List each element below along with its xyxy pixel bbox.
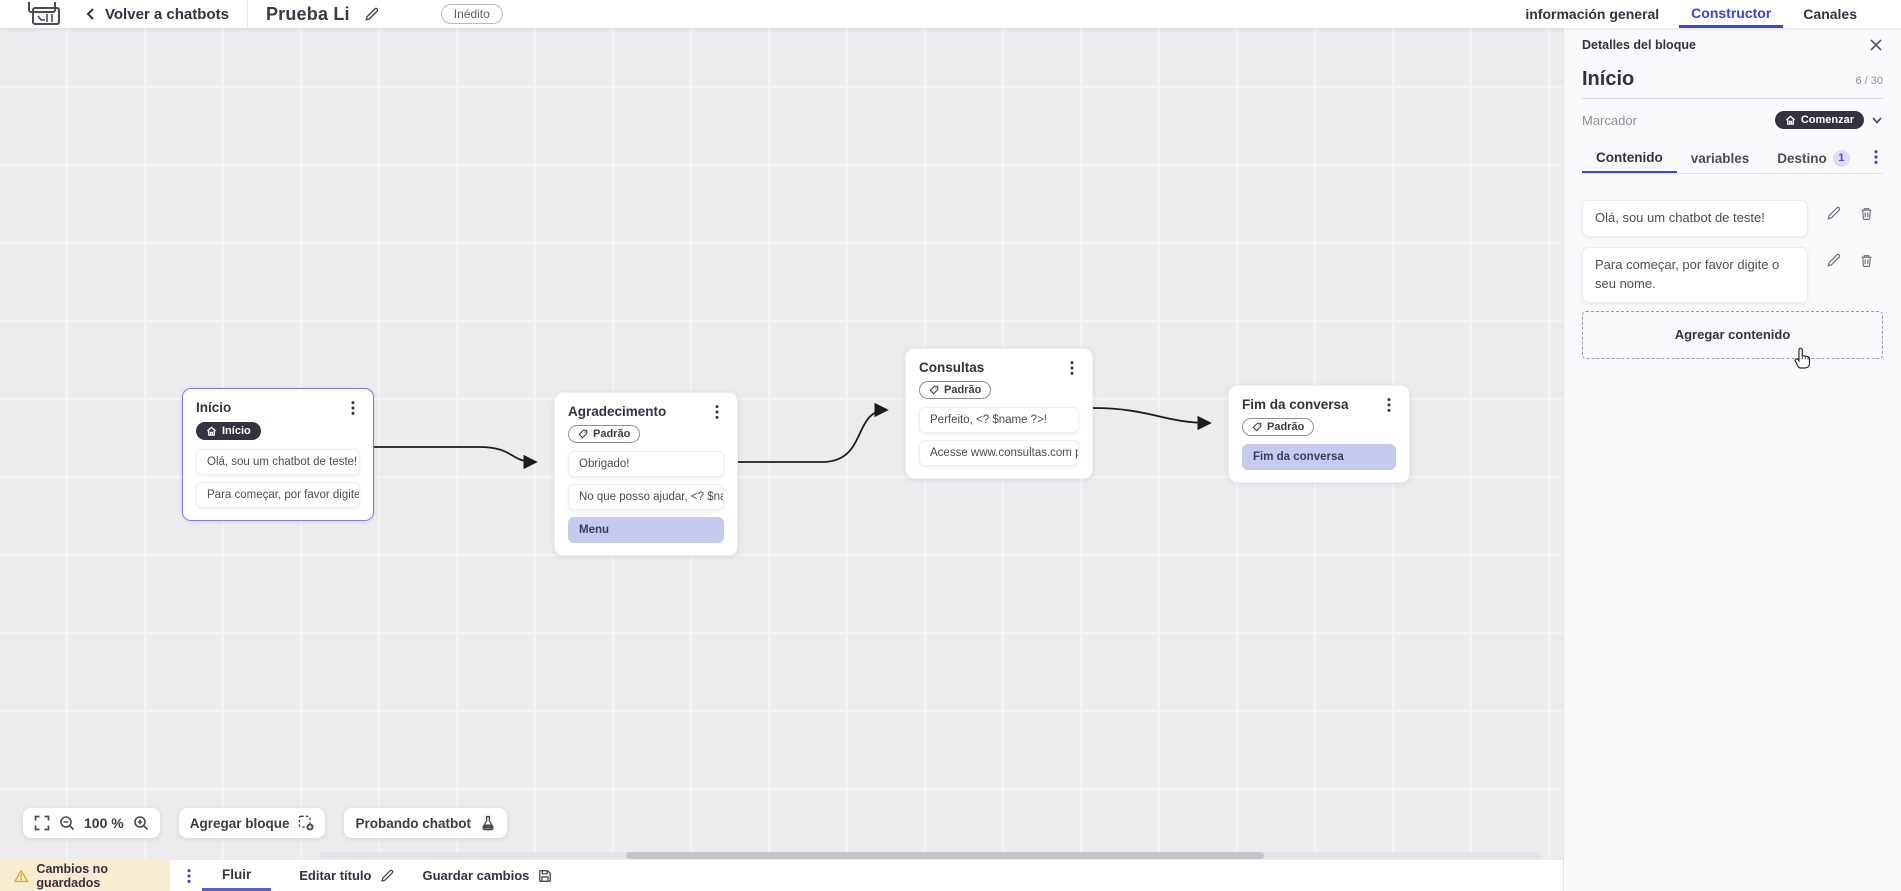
node-message[interactable]: No que posso ajudar, <? $name ... [568, 484, 724, 510]
marker-value-badge[interactable]: Comenzar [1774, 111, 1864, 129]
save-changes-button[interactable]: Guardar cambios [422, 860, 552, 891]
block-details-panel: Detalles del bloque Início 6 / 30 Marcad… [1563, 28, 1901, 891]
add-content-button[interactable]: Agregar contenido [1582, 310, 1883, 359]
node-title: Consultas [919, 360, 985, 375]
warning-text: Cambios no guardados [36, 861, 108, 890]
zoom-in-icon[interactable] [133, 815, 149, 831]
tab-canales[interactable]: Canales [1803, 6, 1857, 22]
edit-message-pencil-icon[interactable] [1826, 253, 1841, 268]
tab-destino[interactable]: Destino 1 [1763, 143, 1864, 173]
flask-icon [482, 815, 494, 831]
block-name-value: Início [1582, 68, 1635, 90]
node-title: Fim da conversa [1242, 397, 1349, 412]
node-menu-dots-icon[interactable] [710, 404, 724, 420]
edit-pencil-icon [381, 869, 394, 882]
chevron-down-icon[interactable] [1871, 114, 1883, 126]
tab-informacion-general[interactable]: información general [1525, 6, 1660, 22]
zoom-controls: 100 % [23, 808, 160, 838]
edit-title-pencil-icon[interactable] [364, 7, 379, 22]
content-row: Olá, sou um chatbot de teste! [1582, 200, 1883, 237]
back-chevron-icon [86, 8, 94, 20]
flow-node-inicio[interactable]: Início Início Olá, sou um chatbot de tes… [182, 388, 374, 521]
edit-title-button[interactable]: Editar título [299, 860, 394, 891]
unsaved-changes-warning: Cambios no guardados [0, 860, 170, 891]
header-divider [246, 0, 248, 28]
node-message[interactable]: Olá, sou um chatbot de teste! [196, 448, 360, 475]
message-text-box[interactable]: Olá, sou um chatbot de teste! [1582, 200, 1808, 237]
node-menu-item[interactable]: Menu [568, 517, 724, 543]
node-message[interactable]: Acesse www.consultas.com par... [919, 440, 1079, 466]
tab-variables[interactable]: variables [1690, 150, 1750, 166]
padrao-tag-badge: Padrão [919, 381, 992, 399]
flow-node-agradecimento[interactable]: Agradecimento Padrão Obrigado! No que po… [554, 392, 738, 556]
cursor-pointer-icon [1794, 347, 1811, 369]
tab-fluir[interactable]: Fluir [202, 860, 272, 891]
add-block-button[interactable]: Agregar bloque [178, 808, 326, 838]
tag-icon [578, 429, 588, 439]
canvas-hscrollbar-track[interactable] [320, 852, 1542, 859]
zoom-out-icon[interactable] [59, 815, 75, 831]
node-message[interactable]: Para começar, por favor digite o ... [196, 481, 360, 508]
canvas-toolbar: 100 % Agregar bloque Probando chatbot [23, 808, 507, 838]
panel-tabs: Contenido variables Destino 1 [1582, 143, 1883, 174]
content-list: Olá, sou um chatbot de teste! Para começ… [1582, 200, 1883, 303]
warning-triangle-icon [14, 869, 29, 882]
tag-icon [929, 385, 939, 395]
tab-constructor[interactable]: Constructor [1679, 0, 1784, 28]
chatbot-title: Prueba Li [265, 3, 350, 24]
tab-contenido[interactable]: Contenido [1582, 143, 1677, 173]
node-menu-dots-icon[interactable] [1382, 397, 1396, 413]
node-menu-dots-icon[interactable] [346, 400, 360, 416]
message-text-box[interactable]: Para começar, por favor digite o seu nom… [1582, 246, 1808, 303]
back-label: Volver a chatbots [105, 5, 229, 23]
flow-canvas[interactable]: Início Início Olá, sou um chatbot de tes… [0, 28, 1563, 859]
node-title: Agradecimento [568, 404, 667, 419]
block-name-input[interactable]: Início 6 / 30 [1582, 68, 1883, 99]
node-message[interactable]: Obrigado! [568, 451, 724, 477]
flow-node-fim-da-conversa[interactable]: Fim da conversa Padrão Fim da conversa [1228, 385, 1410, 483]
back-to-chatbots-button[interactable]: Volver a chatbots [85, 6, 229, 23]
canvas-hscrollbar-thumb[interactable] [626, 852, 1264, 859]
node-title: Início [196, 400, 232, 415]
flow-node-consultas[interactable]: Consultas Padrão Perfeito, <? $name ?>! … [905, 348, 1093, 479]
tag-icon [1252, 422, 1262, 432]
node-menu-dots-icon[interactable] [1065, 360, 1079, 376]
add-block-icon [299, 815, 315, 831]
app-logo-icon [28, 2, 60, 25]
edit-message-pencil-icon[interactable] [1826, 206, 1841, 221]
padrao-tag-badge: Padrão [1242, 418, 1315, 436]
node-message[interactable]: Perfeito, <? $name ?>! [919, 407, 1079, 433]
node-end-item[interactable]: Fim da conversa [1242, 444, 1396, 470]
top-header: Volver a chatbots Prueba Li Inédito info… [0, 0, 1901, 28]
content-row: Para começar, por favor digite o seu nom… [1582, 246, 1883, 303]
home-icon [1785, 115, 1795, 125]
test-chatbot-button[interactable]: Probando chatbot [344, 808, 507, 838]
footer-menu-dots-icon[interactable] [182, 868, 196, 884]
close-panel-icon[interactable] [1869, 38, 1883, 52]
marker-label: Marcador [1582, 112, 1637, 128]
delete-message-trash-icon[interactable] [1859, 206, 1874, 221]
destino-count-badge: 1 [1832, 149, 1850, 167]
delete-message-trash-icon[interactable] [1859, 253, 1874, 268]
panel-menu-dots-icon[interactable] [1869, 149, 1883, 165]
save-disk-icon [539, 869, 552, 882]
padrao-tag-badge: Padrão [568, 425, 641, 443]
main-tabs: información general Constructor Canales [1513, 0, 1869, 28]
bottom-bar: Cambios no guardados Fluir Editar título… [0, 859, 1563, 891]
zoom-level: 100 % [84, 815, 124, 831]
fullscreen-icon[interactable] [34, 815, 50, 831]
start-marker-badge: Início [196, 422, 261, 440]
char-counter: 6 / 30 [1855, 75, 1883, 87]
panel-title: Detalles del bloque [1582, 38, 1696, 52]
home-icon [206, 426, 217, 436]
status-badge: Inédito [440, 4, 503, 24]
